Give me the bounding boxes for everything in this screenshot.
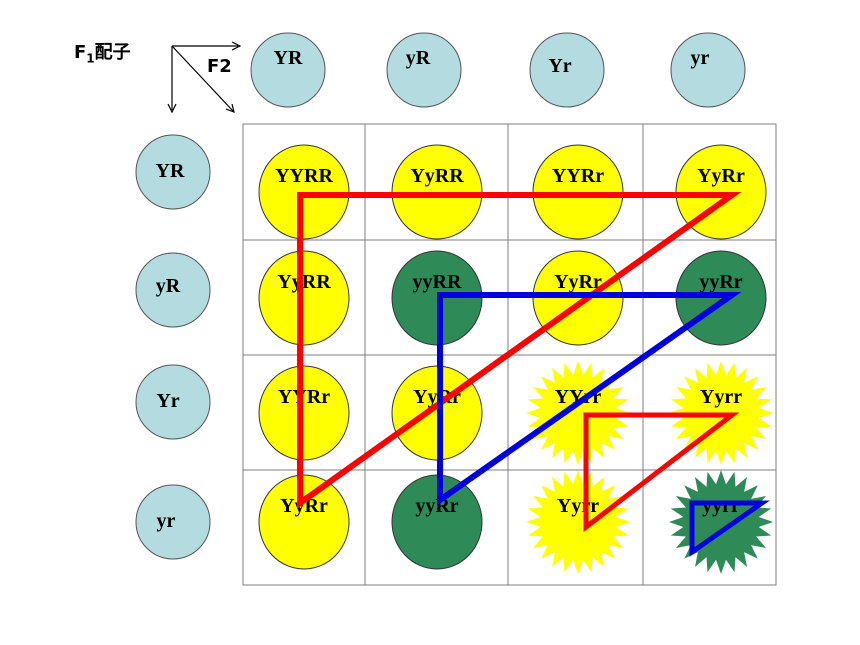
svg-text:yR: yR [406, 47, 431, 69]
genotype-label: YYRr [278, 386, 330, 408]
blue-triangle-large [437, 292, 742, 506]
genotype-label: YYRr [552, 165, 604, 187]
genotype-label: yyrr [702, 495, 740, 517]
column-gamete-1: YR [250, 32, 326, 108]
round-seed-circle [258, 474, 350, 570]
arrow-down-head [167, 103, 177, 114]
offspring-cell-r4-c4: yyrr [669, 470, 773, 574]
arrow-diagonal [171, 45, 234, 112]
svg-text:Yr: Yr [548, 55, 571, 77]
svg-text:yr: yr [157, 510, 176, 532]
blue-triangle-small [689, 500, 770, 557]
column-gamete-3: Yr [529, 32, 605, 108]
red-triangle-small [583, 412, 740, 533]
genotype-label: yyRr [415, 495, 458, 517]
svg-text:YR: YR [274, 47, 303, 69]
overlay-lines [297, 192, 770, 557]
row-gamete-2: yR [135, 252, 211, 328]
genotype-label: YyRR [410, 165, 464, 187]
row-gamete-3: Yr [135, 364, 211, 440]
row-gametes: YR yR Yr yr [135, 134, 211, 560]
genotype-label: Yyrr [700, 386, 742, 408]
genotype-label: YyRr [280, 495, 328, 517]
genotype-label: YyRr [697, 165, 745, 187]
offspring-cell-r3-c1: YYRr [258, 365, 350, 461]
arrow-right-head [231, 41, 242, 51]
genotype-label: Yyrr [557, 495, 599, 517]
row-gamete-4: yr [135, 484, 211, 560]
offspring-cell-r4-c1: YyRr [258, 474, 350, 570]
row-gamete-1: YR [135, 134, 211, 210]
svg-text:yr: yr [691, 47, 710, 69]
column-gamete-2: yR [386, 32, 462, 108]
genotype-label: YyRr [554, 271, 602, 293]
svg-text:yR: yR [156, 275, 181, 297]
genotype-label: yyRR [413, 271, 462, 293]
round-seed-circle [258, 250, 350, 346]
wrinkled-seed-star [669, 470, 773, 574]
corner-arrows [167, 41, 242, 114]
svg-text:YR: YR [156, 160, 185, 182]
column-gametes: YR yR Yr yr [250, 32, 746, 108]
round-seed-circle [258, 365, 350, 461]
genotype-label: yyRr [699, 271, 742, 293]
f2-label: F2 [207, 56, 232, 77]
svg-text:Yr: Yr [156, 390, 179, 412]
offspring-cell-r2-c1: YyRR [258, 250, 350, 346]
red-triangle-large [297, 192, 742, 509]
genotype-label: YYRR [275, 165, 333, 187]
offspring-cell-r4-c2: yyRr [391, 474, 483, 570]
genotype-label: YyRR [277, 271, 331, 293]
arrow-diagonal-head [225, 103, 235, 113]
offspring-cell-r4-c3: Yyrr [526, 470, 630, 574]
f1-gametes-label: F1配子 [74, 42, 131, 66]
wrinkled-seed-star [526, 470, 630, 574]
column-gamete-4: yr [670, 32, 746, 108]
